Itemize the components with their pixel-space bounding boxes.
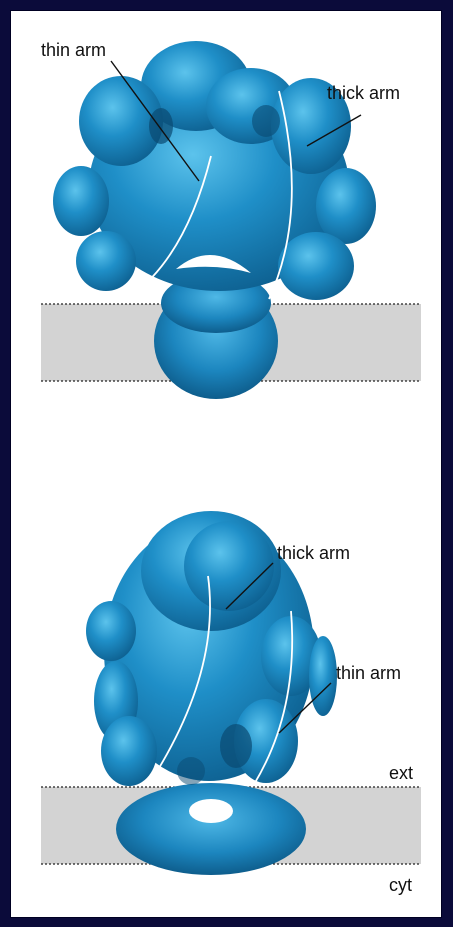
side-thin-arm-label: thin arm	[336, 663, 401, 683]
top-thin-arm-label: thin arm	[41, 40, 106, 60]
side-thick-arm-label: thick arm	[277, 543, 350, 563]
figure-panel: thin arm thick arm	[10, 10, 442, 918]
side-view: thick arm thin arm ext cyt	[41, 511, 421, 895]
cyt-label: cyt	[389, 875, 412, 895]
top-thick-arm-label: thick arm	[327, 83, 400, 103]
side-density-map	[86, 511, 337, 875]
ext-label: ext	[389, 763, 413, 783]
figure-canvas: thin arm thick arm	[11, 11, 442, 918]
top-view: thin arm thick arm	[41, 40, 421, 399]
